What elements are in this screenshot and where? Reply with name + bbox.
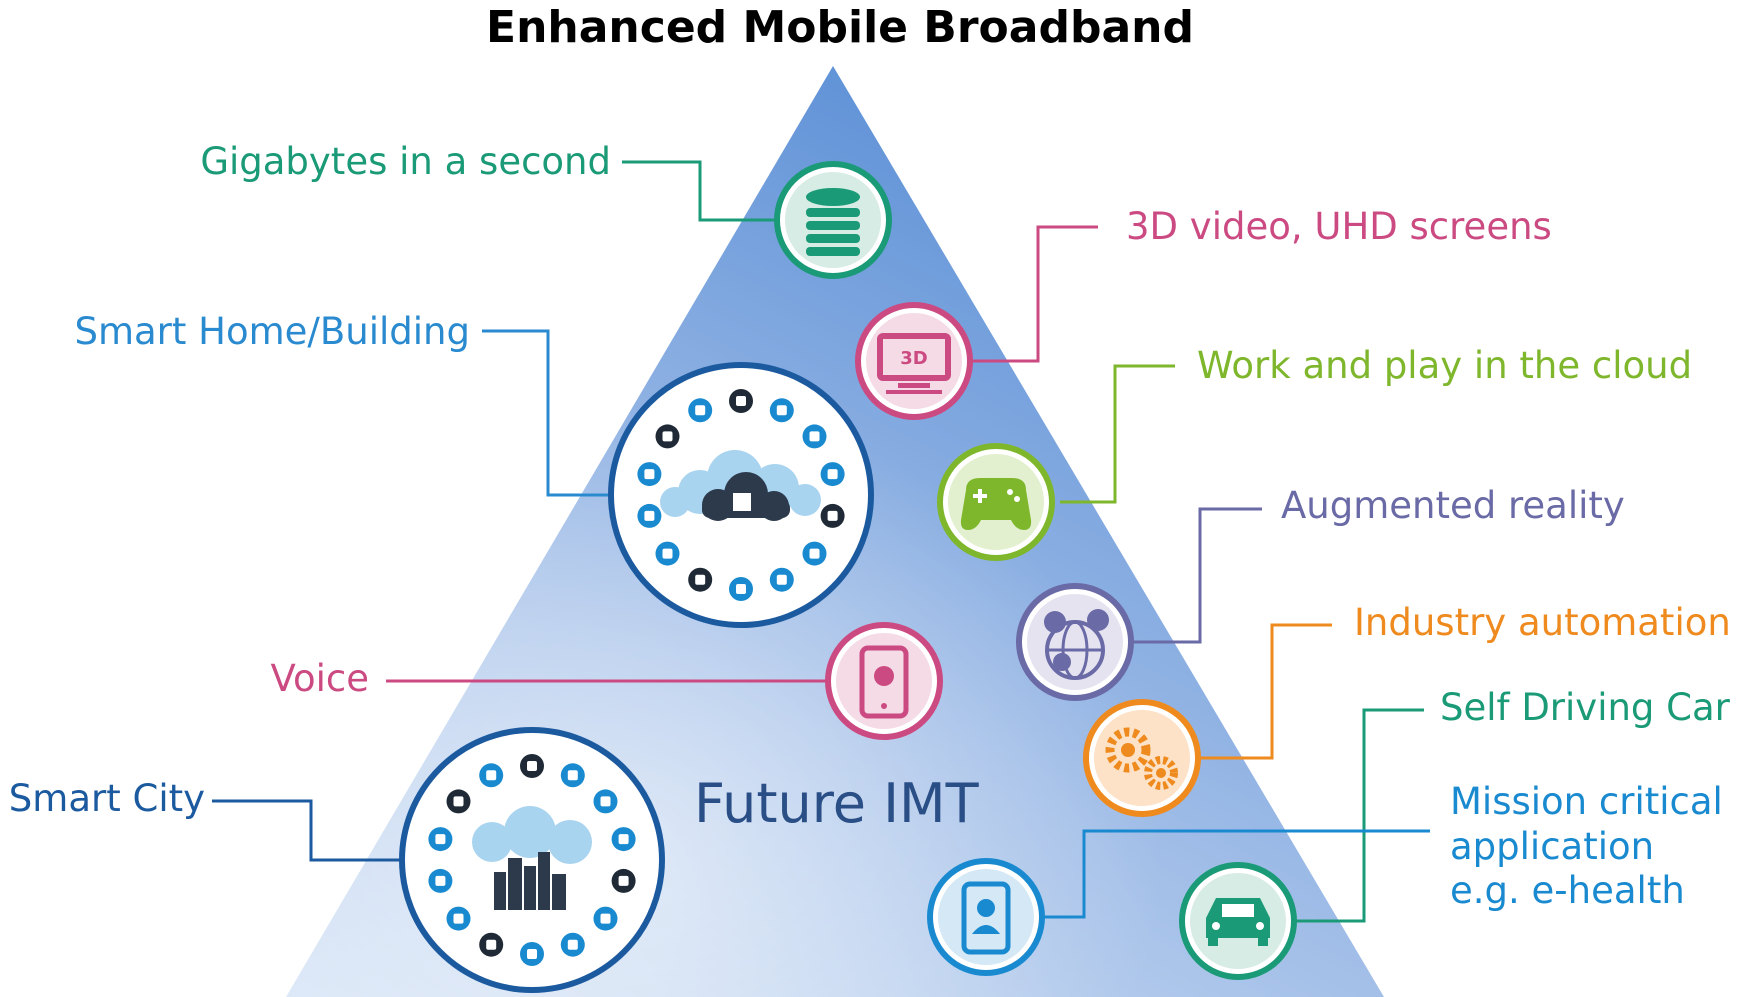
label-mission-line-2: application	[1450, 825, 1654, 868]
device-glyph	[809, 548, 820, 559]
label-gigabytes: Gigabytes in a second	[200, 140, 611, 183]
device-glyph	[453, 913, 464, 924]
label-smart-home: Smart Home/Building	[74, 310, 470, 353]
smart-city-device-ring	[428, 754, 636, 966]
car-icon	[1179, 862, 1297, 980]
connector-industry	[1198, 623, 1332, 760]
connector-mission	[1044, 829, 1430, 919]
device-glyph	[662, 431, 673, 442]
device-glyph	[600, 913, 611, 924]
connector-cloud	[1060, 364, 1175, 504]
page-title: Enhanced Mobile Broadband	[486, 2, 1194, 53]
device-glyph	[486, 770, 497, 781]
device-glyph	[618, 834, 629, 845]
device-glyph	[567, 770, 578, 781]
label-self-driving: Self Driving Car	[1440, 686, 1731, 729]
device-glyph	[695, 405, 706, 416]
database-icon	[774, 161, 892, 279]
label-mission-line-1: Mission critical	[1450, 780, 1723, 823]
label-voice: Voice	[271, 657, 369, 700]
globe-pins-icon	[1016, 583, 1134, 701]
device-glyph	[435, 875, 446, 886]
device-glyph	[644, 469, 655, 480]
label-3d-video: 3D video, UHD screens	[1126, 205, 1552, 248]
label-industry: Industry automation	[1354, 601, 1731, 644]
connector-smart-city	[212, 799, 402, 862]
device-glyph	[776, 405, 787, 416]
smartphone-icon	[825, 622, 943, 740]
connector-gigabytes	[622, 160, 776, 222]
label-smart-city: Smart City	[9, 777, 205, 820]
doctor-phone-icon	[927, 858, 1045, 976]
device-glyph	[435, 834, 446, 845]
device-glyph	[827, 510, 838, 521]
future-imt-label: Future IMT	[694, 772, 980, 835]
connector-video	[962, 225, 1098, 363]
device-glyph	[827, 469, 838, 480]
device-glyph	[618, 875, 629, 886]
device-glyph	[527, 761, 537, 771]
label-cloud: Work and play in the cloud	[1197, 344, 1692, 387]
device-glyph	[527, 949, 537, 959]
3d-monitor-icon: 3D	[855, 302, 973, 420]
device-glyph	[453, 796, 464, 807]
device-glyph	[486, 939, 497, 950]
device-glyph	[695, 574, 706, 585]
device-glyph	[662, 548, 673, 559]
smart-home-cloud-icon	[608, 362, 874, 628]
device-glyph	[567, 939, 578, 950]
label-mission-line-3: e.g. e-health	[1450, 869, 1685, 912]
label-ar: Augmented reality	[1281, 484, 1625, 527]
connector-ar	[1133, 507, 1262, 644]
device-glyph	[809, 431, 820, 442]
gamepad-icon	[937, 443, 1055, 561]
smart-city-cloud-icon	[399, 727, 665, 993]
smart-home-device-ring	[637, 389, 845, 601]
connector-smart-home	[482, 329, 610, 497]
device-glyph	[736, 584, 746, 594]
device-glyph	[600, 796, 611, 807]
device-glyph	[644, 510, 655, 521]
3d-text: 3D	[900, 348, 927, 369]
gears-icon	[1083, 699, 1201, 817]
connector-self-driving	[1296, 708, 1424, 923]
device-glyph	[776, 574, 787, 585]
device-glyph	[736, 396, 746, 406]
